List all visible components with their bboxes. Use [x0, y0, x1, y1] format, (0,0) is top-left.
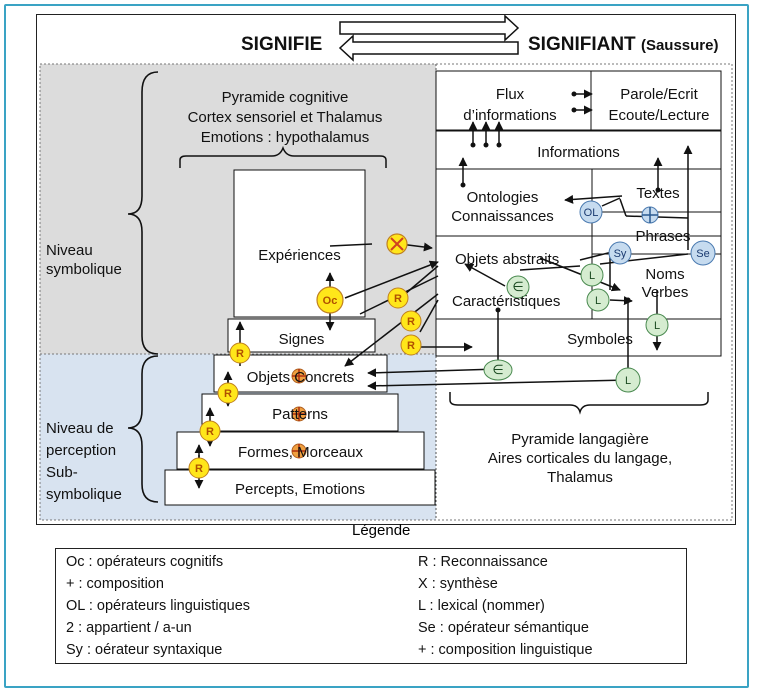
figure-frame: [4, 4, 749, 688]
r-operator-4: R: [229, 342, 251, 364]
svg-text:∈: ∈: [492, 362, 503, 377]
signifiant-label: SIGNIFIANT (Saussure): [528, 34, 718, 56]
box-informations: [435, 130, 722, 170]
box-percepts: [164, 469, 436, 506]
brace-symbolique: [127, 71, 159, 355]
r-operator-1: R: [387, 287, 409, 309]
symboles-label: Symboles: [567, 331, 633, 348]
informations-label: Informations: [537, 144, 620, 161]
composition-plus-1: [291, 406, 307, 422]
legend-item: + : composition: [66, 576, 164, 592]
svg-text:R: R: [407, 316, 415, 328]
in-operator-2: ∈: [483, 359, 513, 381]
box-symboles: [435, 318, 722, 357]
brace-language: [449, 392, 709, 415]
oc-operator: Oc: [316, 286, 344, 314]
legend-item: OL : opérateurs linguistiques: [66, 598, 251, 614]
ol-operator: OL: [579, 200, 603, 224]
ling-plus: [641, 206, 659, 224]
legend-box: Oc : opérateurs cognitifs + : compositio…: [55, 548, 687, 664]
l-operator-4: L: [615, 367, 641, 393]
svg-text:R: R: [224, 388, 232, 400]
l-operator-1: L: [580, 263, 604, 287]
legend-item: Oc : opérateurs cognitifs: [66, 554, 224, 570]
box-flux: [435, 70, 592, 131]
box-signes: [227, 318, 376, 353]
textes-label: Textes: [636, 185, 680, 202]
sy-operator: Sy: [608, 241, 632, 265]
composition-plus-2: [291, 443, 307, 459]
caracteristiques-label: Caractéristiques: [452, 293, 561, 310]
r-operator-6: R: [199, 420, 221, 442]
legend-item: Se : opérateur sémantique: [418, 620, 589, 636]
box-parole: [590, 70, 722, 131]
se-operator: Se: [690, 240, 716, 266]
in-operator-1: ∈: [506, 275, 530, 299]
experiences-label: Expériences: [258, 247, 341, 264]
svg-text:R: R: [236, 348, 244, 360]
svg-text:R: R: [394, 293, 402, 305]
r-operator-7: R: [188, 457, 210, 479]
l-operator-3: L: [645, 313, 669, 337]
svg-text:OL: OL: [584, 207, 599, 219]
svg-text:Se: Se: [696, 248, 709, 260]
box-objets-abstraits: [435, 235, 722, 320]
svg-text:R: R: [407, 340, 415, 352]
brace-cognitive: [179, 145, 387, 168]
r-operator-3: R: [400, 334, 422, 356]
r-operator-2: R: [400, 310, 422, 332]
svg-text:∈: ∈: [512, 279, 523, 294]
patterns-label: Patterns: [272, 406, 328, 423]
saussure-text: (Saussure): [640, 37, 719, 54]
svg-text:L: L: [654, 320, 660, 332]
svg-text:L: L: [595, 295, 601, 307]
svg-text:Sy: Sy: [614, 248, 627, 260]
signifiant-text: SIGNIFIANT: [528, 34, 636, 55]
legend-item: L : lexical (nommer): [418, 598, 545, 614]
legend-item: + : composition linguistique: [418, 642, 593, 658]
svg-text:R: R: [195, 463, 203, 475]
diagram-border: [36, 14, 736, 525]
svg-text:L: L: [625, 375, 631, 387]
box-experiences: [233, 169, 366, 318]
legend-title: Légende: [352, 522, 411, 539]
svg-text:Oc: Oc: [323, 295, 338, 307]
legend-item: Sy : oérateur syntaxique: [66, 642, 223, 658]
box-ontologies: [435, 168, 722, 237]
formes-label: Formes, Morceaux: [237, 444, 364, 461]
legend-item: X : synthèse: [418, 576, 498, 592]
svg-text:R: R: [206, 426, 214, 438]
objets-abstraits-label: Objets abstraits: [455, 251, 560, 268]
percepts-label: Percepts, Emotions: [234, 481, 366, 498]
r-operator-5: R: [217, 382, 239, 404]
composition-plus-3: [291, 368, 307, 384]
signes-label: Signes: [278, 331, 325, 348]
objets-concrets-label: Objets Concrets: [246, 369, 355, 386]
signifie-label: SIGNIFIE: [241, 34, 323, 55]
legend-item: 2 : appartient / a-un: [66, 620, 192, 636]
signifie-signifiant-arrows: [338, 14, 520, 62]
legend-item: R : Reconnaissance: [418, 554, 548, 570]
svg-text:L: L: [589, 270, 595, 282]
brace-perception: [127, 355, 159, 503]
l-operator-2: L: [586, 288, 610, 312]
synthesis-operator: [386, 233, 408, 255]
phrases-label: Phrases: [635, 228, 691, 245]
